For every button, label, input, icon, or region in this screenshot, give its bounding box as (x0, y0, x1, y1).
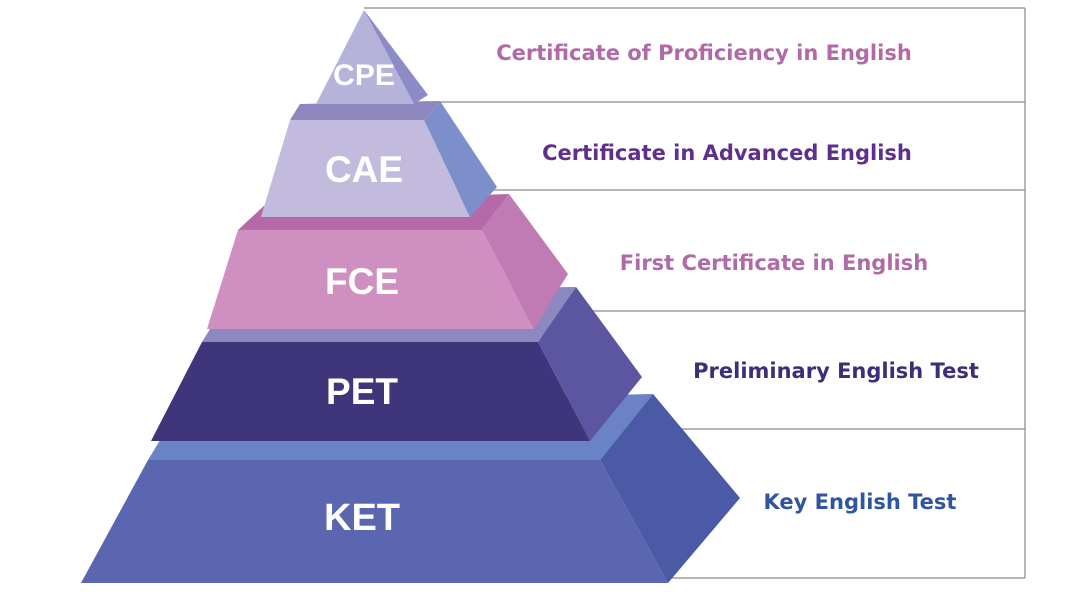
tier-cpe-abbr: CPE (333, 59, 395, 92)
tier-fce-front-face (207, 230, 534, 329)
tier-cae: CAE Certificate in Advanced English (261, 101, 912, 217)
tier-cae-name: Certificate in Advanced English (542, 141, 912, 165)
tier-fce-side-face (482, 194, 568, 329)
tier-ket: KET Key English Test (81, 394, 956, 583)
tier-ket-name: Key English Test (764, 490, 957, 514)
tier-cpe: CPE Certificate of Proficiency in Englis… (316, 10, 912, 104)
tier-cpe-name: Certificate of Proficiency in English (496, 41, 912, 65)
tier-fce-abbr: FCE (325, 261, 399, 302)
tier-ket-abbr: KET (324, 497, 400, 539)
tier-cpe-front-face (316, 10, 414, 104)
tier-pet-abbr: PET (326, 371, 398, 412)
tier-cae-abbr: CAE (325, 149, 403, 190)
label-frame (364, 7, 1026, 579)
tier-cae-front-face (261, 120, 470, 217)
tier-pet-side-face (538, 287, 642, 441)
tier-ket-front-face (81, 460, 668, 583)
tier-cae-side-face (424, 101, 497, 217)
tier-pet-name: Preliminary English Test (693, 359, 979, 383)
tier-cpe-side-face (364, 10, 428, 104)
tier-cae-top-face (290, 101, 440, 120)
tier-fce-name: First Certificate in English (620, 251, 928, 275)
tier-pet-front-face (151, 342, 590, 441)
tier-ket-side-face (600, 394, 740, 583)
